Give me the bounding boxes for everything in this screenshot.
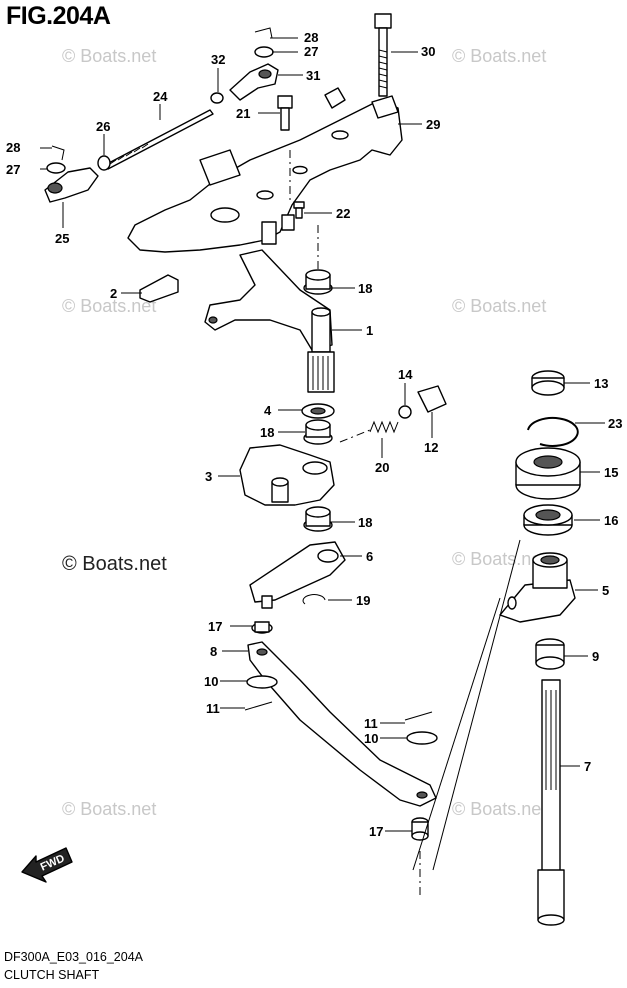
watermarks: © Boats.net © Boats.net © Boats.net © Bo… [62, 46, 546, 819]
watermark: © Boats.net [452, 549, 546, 569]
shaft-housing-5 [499, 552, 576, 623]
leader-lines [40, 37, 605, 832]
callout: 15 [604, 465, 618, 480]
fwd-arrow-icon: FWD [21, 847, 73, 883]
circlip-19 [302, 594, 326, 605]
watermark: © Boats.net [452, 799, 546, 819]
callout: 29 [426, 117, 440, 132]
callout: 17 [208, 619, 222, 634]
plug-13 [531, 370, 565, 396]
clutch-shaft-1 [204, 249, 335, 393]
callout: 8 [210, 644, 217, 659]
callout: 19 [356, 593, 370, 608]
watermark: © Boats.net [62, 296, 156, 316]
callout: 28 [6, 140, 20, 155]
callout: 25 [55, 231, 69, 246]
bushing-18-lower [303, 506, 333, 532]
spring-20 [369, 420, 399, 434]
bracket-29 [127, 87, 403, 253]
clip-2 [139, 274, 179, 303]
section-name: CLUTCH SHAFT [4, 968, 100, 982]
callout: 26 [96, 119, 110, 134]
callout: 16 [604, 513, 618, 528]
watermark: © Boats.net [62, 799, 156, 819]
watermark: © Boats.net [452, 296, 546, 316]
shaft-7 [537, 679, 565, 926]
callout: 31 [306, 68, 320, 83]
snap-ring-23 [527, 416, 579, 447]
callout: 5 [602, 583, 609, 598]
bearing-15 [515, 447, 581, 500]
callout: 24 [153, 89, 168, 104]
callout: 10 [364, 731, 378, 746]
callout: 7 [584, 759, 591, 774]
callout: 14 [398, 367, 413, 382]
callout: 12 [424, 440, 438, 455]
rod-end-31 [210, 27, 279, 104]
callout: 11 [206, 701, 220, 716]
link-8 [247, 641, 437, 807]
ball-14 [398, 405, 412, 419]
split-pin-11-right [404, 711, 433, 721]
callout: 18 [358, 281, 372, 296]
washer-4-hole [310, 407, 326, 415]
bolt-21 [277, 95, 293, 131]
callout: 18 [358, 515, 372, 530]
model-code: DF300A_E03_016_204A [4, 950, 144, 964]
lever-6 [249, 541, 346, 609]
callout: 27 [6, 162, 20, 177]
callout: 9 [592, 649, 599, 664]
bushing-18-upper [303, 269, 333, 295]
bolt-30 [374, 13, 392, 97]
housing-3 [239, 444, 335, 506]
callout: 4 [264, 403, 272, 418]
callout: 3 [205, 469, 212, 484]
callout: 32 [211, 52, 225, 67]
callout: 22 [336, 206, 350, 221]
split-pin-11-left [244, 701, 273, 711]
pin-17-upper [251, 621, 273, 634]
callout: 20 [375, 460, 389, 475]
callout: 30 [421, 44, 435, 59]
seal-9 [535, 638, 565, 670]
callout: 21 [236, 106, 250, 121]
rod-end-25 [44, 145, 111, 203]
callout: 13 [594, 376, 608, 391]
assembly-lines [289, 150, 521, 895]
bushing-18-middle [303, 419, 333, 445]
callout: 17 [369, 824, 383, 839]
watermark: © Boats.net [452, 46, 546, 66]
callout: 1 [366, 323, 373, 338]
watermark-dark: © Boats.net [62, 553, 167, 575]
callout: 23 [608, 416, 622, 431]
rod-24 [104, 109, 214, 170]
callout: 28 [304, 30, 318, 45]
washer-10-right [406, 731, 438, 745]
seal-16 [523, 504, 573, 536]
washer-10-left [246, 675, 278, 689]
callout: 2 [110, 286, 117, 301]
callout-numbers: 28 27 32 31 30 24 21 29 26 28 27 25 22 2… [6, 30, 622, 839]
sleeve-12 [417, 385, 447, 413]
callout: 18 [260, 425, 274, 440]
screw-22 [293, 201, 305, 219]
figure-title: FIG.204A [6, 2, 111, 30]
callout: 10 [204, 674, 218, 689]
callout: 6 [366, 549, 373, 564]
callout: 27 [304, 44, 318, 59]
callout: 11 [364, 716, 378, 731]
watermark: © Boats.net [62, 46, 156, 66]
